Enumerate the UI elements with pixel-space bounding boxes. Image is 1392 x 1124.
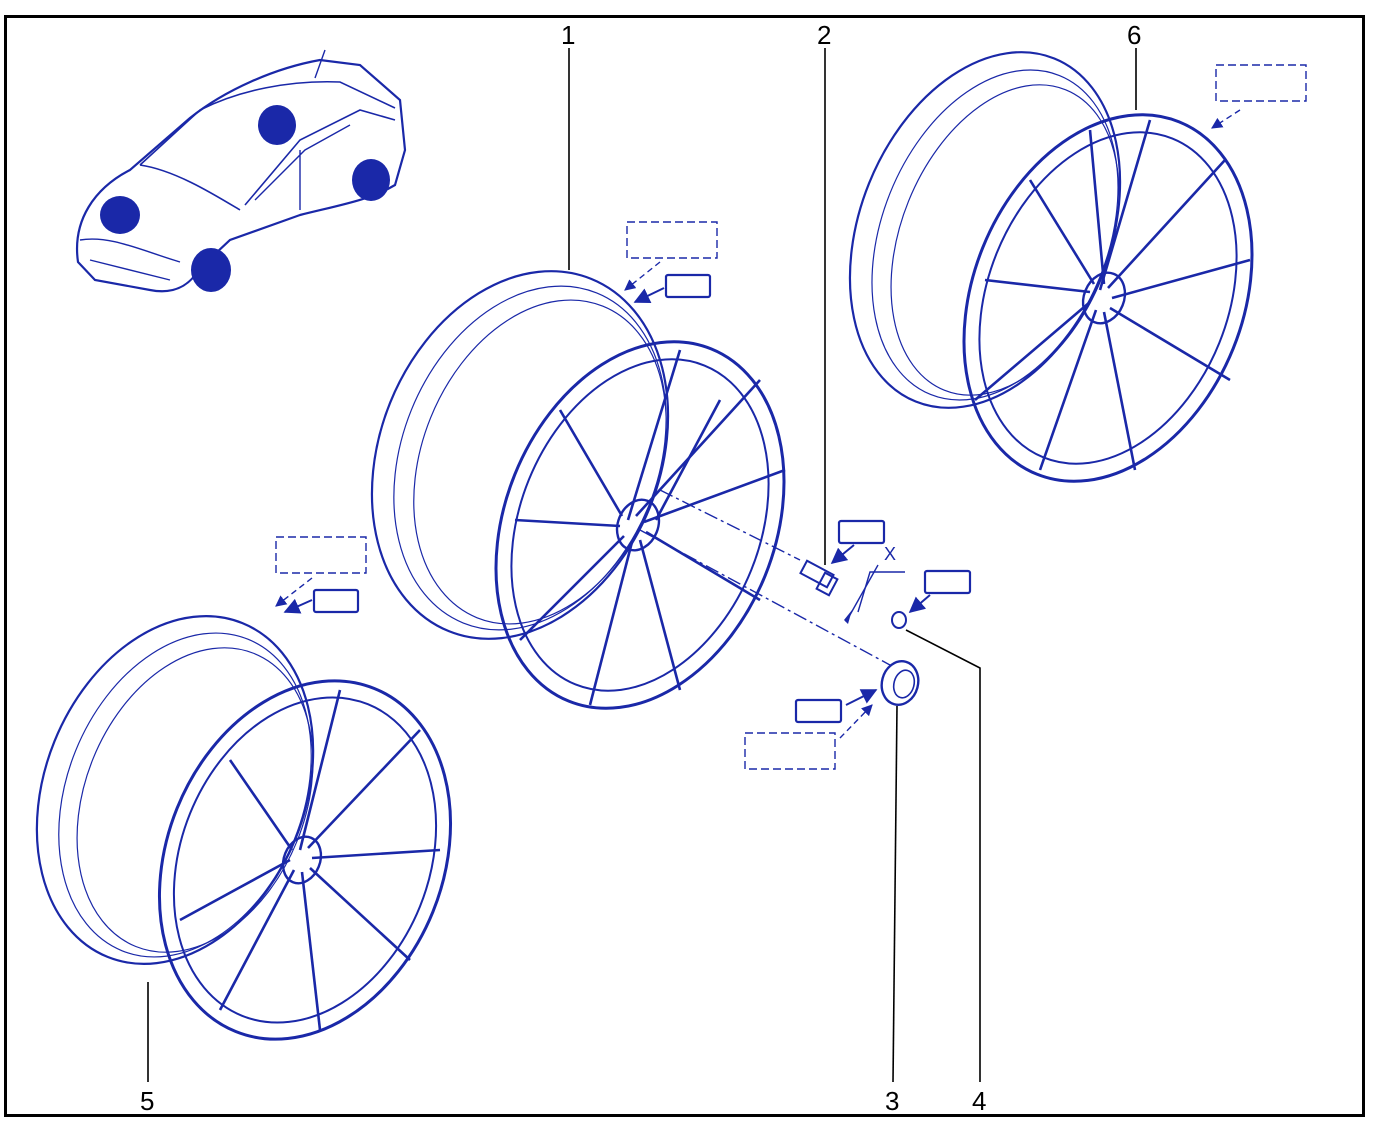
callout-5: 5 (140, 1086, 154, 1116)
wheel-nut (891, 594, 931, 629)
center-cap (839, 660, 920, 739)
callout-4: 4 (972, 1086, 986, 1116)
callout-6: 6 (1127, 20, 1141, 50)
wheel-5 (35, 615, 453, 1041)
wheel-1 (370, 270, 786, 710)
callout-1: 1 (561, 20, 575, 50)
leader-lines (147, 48, 1137, 1083)
dimension-label: X (884, 544, 896, 564)
wheel-6 (848, 51, 1254, 483)
wheel-bolt: X (799, 544, 905, 624)
wheel-position-marker-icon (100, 105, 390, 292)
vehicle-location-icon (75, 49, 407, 293)
diagram-frame (4, 15, 1365, 1117)
callout-3: 3 (885, 1086, 899, 1116)
callout-2: 2 (817, 20, 831, 50)
reference-boxes (275, 64, 1307, 770)
